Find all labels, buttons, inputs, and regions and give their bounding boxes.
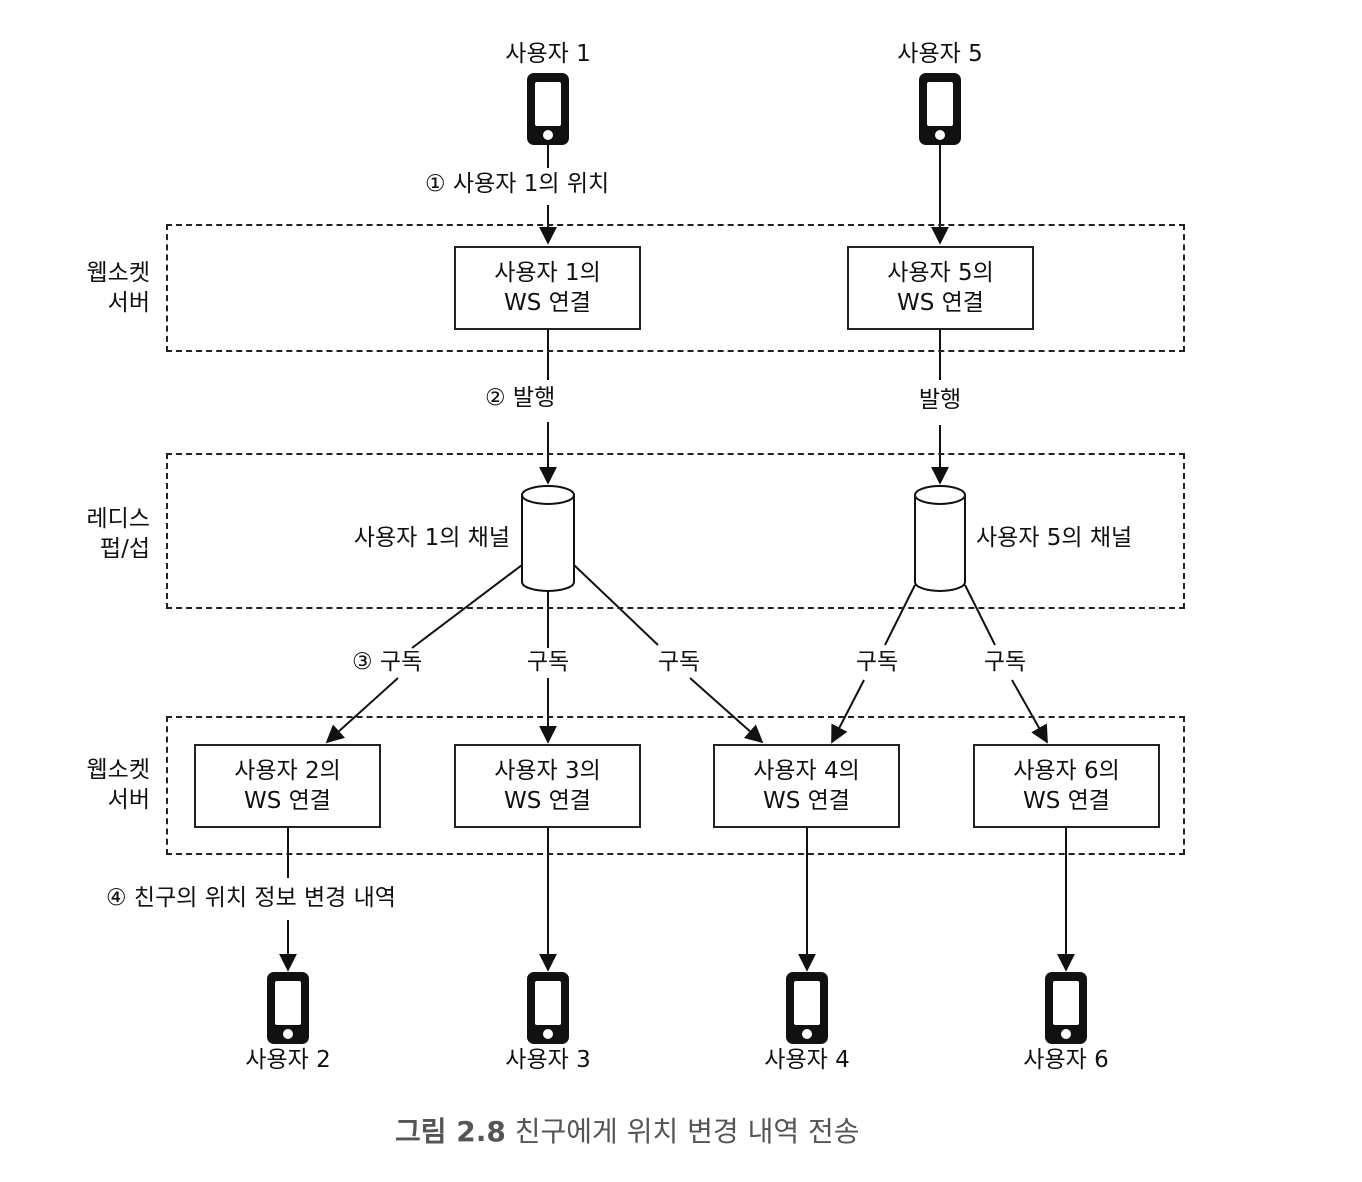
edge-c5-u4-b (831, 679, 865, 744)
subscribe-label-user-4-from-5: 구독 (855, 649, 899, 675)
step-4-label: ④ 친구의 위치 정보 변경 내역 (106, 885, 396, 911)
ws-connection-user-5: 사용자 5의 WS 연결 (847, 246, 1034, 330)
publish-label-user-5: 발행 (918, 387, 962, 413)
subscribe-label-user-3: 구독 (526, 649, 570, 675)
group-label-ws-top: 웹소켓 서버 (87, 258, 150, 319)
phone-icon-user-5 (919, 73, 961, 145)
ws-connection-user-3: 사용자 3의 WS 연결 (454, 744, 641, 828)
group-label-ws-bottom: 웹소켓 서버 (87, 755, 150, 816)
phone-icon-user-4 (786, 972, 828, 1044)
user-3-label: 사용자 3 (505, 1047, 591, 1073)
subscribe-label-user-4-from-1: 구독 (657, 649, 701, 675)
redis-pubsub-group (166, 453, 1185, 609)
user-4-label: 사용자 4 (764, 1047, 850, 1073)
subscribe-label-user-6: 구독 (983, 649, 1027, 675)
step-2-label: ② 발행 (485, 385, 556, 411)
phone-icon-user-2 (267, 972, 309, 1044)
user-2-label: 사용자 2 (245, 1047, 331, 1073)
group-label-line: 웹소켓 (86, 260, 150, 286)
box-line: WS 연결 (244, 788, 331, 814)
ws-connection-user-1: 사용자 1의 WS 연결 (454, 246, 641, 330)
phone-icon-user-3 (527, 972, 569, 1044)
box-line: 사용자 2의 (234, 757, 341, 784)
websocket-server-group-bottom (166, 716, 1185, 855)
group-label-line: 레디스 (86, 506, 150, 532)
group-label-line: 웹소켓 (86, 757, 150, 783)
box-line: 사용자 4의 (753, 757, 860, 784)
box-line: 사용자 3의 (494, 757, 601, 784)
edge-c5-u6-b (1011, 679, 1048, 744)
step-3-label: ③ 구독 (352, 649, 423, 675)
user-6-label: 사용자 6 (1023, 1047, 1109, 1073)
user-5-label: 사용자 5 (897, 41, 983, 67)
channel-1-label: 사용자 1의 채널 (353, 525, 510, 551)
box-line: 사용자 6의 (1013, 757, 1120, 784)
phone-icon-user-6 (1045, 972, 1087, 1044)
box-line: 사용자 1의 (494, 259, 601, 286)
box-line: WS 연결 (504, 290, 591, 316)
figure-number: 그림 2.8 (395, 1115, 506, 1148)
edge-c1-u4-b (689, 677, 764, 744)
group-label-line: 서버 (107, 787, 150, 814)
figure-caption: 그림 2.8 친구에게 위치 변경 내역 전송 (395, 1110, 860, 1150)
edge-c1-u2-b (325, 677, 399, 744)
edge-c5-u6-a (964, 584, 996, 646)
user-1-label: 사용자 1 (505, 41, 591, 67)
step-1-label: ① 사용자 1의 위치 (425, 171, 610, 197)
phone-icon-user-1 (527, 73, 569, 145)
ws-connection-user-2: 사용자 2의 WS 연결 (194, 744, 381, 828)
figure-title: 친구에게 위치 변경 내역 전송 (514, 1115, 860, 1148)
channel-5-label: 사용자 5의 채널 (976, 525, 1133, 551)
websocket-server-group-top (166, 224, 1185, 352)
edge-c5-u4-a (884, 584, 916, 646)
ws-connection-user-6: 사용자 6의 WS 연결 (973, 744, 1160, 828)
box-line: WS 연결 (897, 290, 984, 316)
edge-c1-u4-a (573, 564, 659, 646)
channel-1-cylinder (521, 485, 575, 592)
box-line: 사용자 5의 (887, 259, 994, 286)
ws-connection-user-4: 사용자 4의 WS 연결 (713, 744, 900, 828)
channel-5-cylinder (914, 485, 966, 592)
group-label-redis: 레디스 펍/섭 (87, 504, 150, 565)
box-line: WS 연결 (504, 788, 591, 814)
group-label-line: 펍/섭 (99, 536, 150, 563)
group-label-line: 서버 (107, 290, 150, 317)
box-line: WS 연결 (763, 788, 850, 814)
edge-c1-u2-a (411, 564, 523, 649)
box-line: WS 연결 (1023, 788, 1110, 814)
